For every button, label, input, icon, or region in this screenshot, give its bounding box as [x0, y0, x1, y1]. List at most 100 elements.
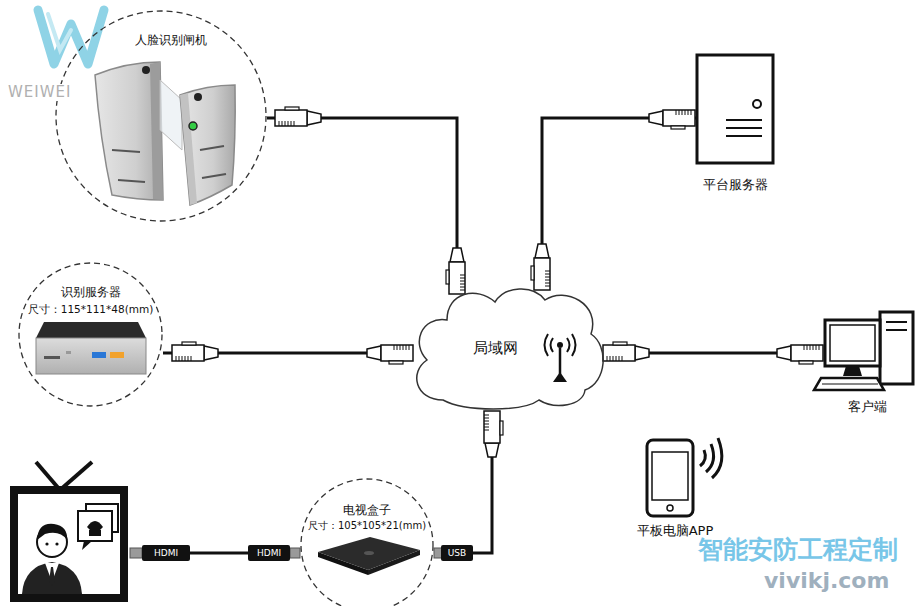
rj45-plug-part	[607, 356, 608, 361]
tablet-node: 平板电脑APP	[625, 436, 725, 541]
client-computer-part	[886, 329, 907, 331]
mini-pc-part	[92, 352, 106, 358]
rj45-plug-part	[191, 356, 192, 361]
rj45-plug-part	[691, 110, 692, 115]
turnstile-illustration-part	[189, 122, 197, 130]
network-cable	[542, 118, 697, 282]
tablet	[647, 438, 722, 516]
tv-set-part	[37, 524, 67, 540]
rj45-plug-part	[545, 271, 550, 272]
server-tower-part	[726, 127, 762, 129]
logo-text: WEIWEI	[8, 84, 71, 101]
rj45-plug-part	[179, 356, 180, 361]
node-subtitle: 尺寸：115*111*48(mm)	[18, 303, 163, 315]
mini-pc	[36, 322, 146, 374]
server-tower-part	[753, 100, 761, 108]
rj45-plug-part	[450, 248, 464, 262]
turnstile-illustration-part	[194, 93, 202, 101]
rj45-plug-part	[545, 286, 550, 287]
dashed-circle	[56, 11, 266, 221]
rj45-plug-part	[484, 415, 489, 416]
rj45-plug-part	[616, 356, 617, 361]
rj45-plug-part	[613, 342, 627, 345]
circle-outline	[300, 478, 434, 606]
server-tower	[697, 55, 773, 163]
dashed-group-circle: 电视盒子尺寸：105*105*21(mm)	[300, 478, 434, 606]
rj45-plug-part	[288, 121, 289, 126]
tablet-part	[652, 452, 688, 500]
tablet-part	[700, 450, 705, 466]
rj45-plug-part	[534, 258, 550, 290]
dashed-group-circle: 人脸识别闸机	[55, 10, 267, 222]
rj45-plug-part	[603, 345, 635, 361]
rj45-plug	[484, 411, 503, 457]
rj45-plug-part	[671, 126, 685, 129]
rj45-plug-part	[682, 110, 683, 115]
tv-set-part	[82, 541, 92, 550]
rj45-plug-part	[460, 290, 465, 291]
rj45-plug-part	[804, 345, 805, 350]
rj45-plug-part	[484, 430, 489, 431]
rj45-plug-part	[275, 110, 307, 126]
rj45-plug	[275, 107, 321, 126]
rj45-plug-part	[460, 278, 465, 279]
rj45-plug-part	[619, 356, 620, 361]
mini-pc-part	[66, 351, 71, 354]
client-computer-part	[830, 325, 875, 361]
rj45-plug-part	[484, 421, 489, 422]
client-computer-part	[814, 378, 884, 390]
rj45-plug	[172, 342, 218, 361]
rj45-plug	[777, 345, 823, 364]
watermark: vivikj.com	[764, 568, 889, 593]
node-title: 电视盒子	[300, 504, 434, 518]
tv-set-part	[60, 462, 92, 490]
rj45-plug-part	[381, 345, 413, 361]
rj45-plug-part	[545, 277, 550, 278]
rj45-plug-part	[176, 356, 177, 361]
node-title: 识别服务器	[18, 286, 163, 300]
rj45-plug-part	[460, 284, 465, 285]
hdmi-cable-part	[190, 552, 248, 555]
rj45-plug-part	[204, 346, 218, 360]
wifi-antenna-part	[551, 338, 554, 352]
tv-set-part	[78, 511, 112, 541]
connector-label: USB	[441, 545, 473, 561]
rj45-plug-part	[406, 345, 407, 350]
rj45-plug	[603, 342, 649, 361]
node-title: 客户端	[818, 400, 916, 415]
rj45-plug-part	[460, 275, 465, 276]
hdmi-cable-part	[130, 548, 142, 558]
network-cloud: 局域网	[405, 282, 610, 412]
tv-set-part	[87, 521, 103, 530]
client-computer-part	[880, 312, 913, 384]
tv-box-device-part	[318, 537, 420, 570]
rj45-plug-part	[777, 346, 791, 360]
rj45-plug-part	[799, 361, 813, 364]
rj45-plug	[649, 110, 695, 129]
rj45-plug-part	[400, 345, 401, 350]
turnstile-illustration-part	[118, 180, 145, 182]
turnstile-illustration-part	[95, 62, 163, 200]
rj45-plug-part	[397, 345, 398, 350]
tv-set-part	[45, 542, 48, 545]
tablet-part	[667, 505, 673, 511]
rj45-plug-part	[688, 110, 689, 115]
dashed-group-circle: 识别服务器尺寸：115*111*48(mm)	[18, 262, 163, 407]
server-tower-part	[697, 55, 773, 163]
rj45-plug-part	[285, 107, 299, 110]
rj45-plug-part	[500, 421, 503, 435]
rj45-plug-part	[367, 346, 381, 360]
dashed-circle	[19, 263, 162, 406]
tablet-part	[712, 438, 722, 478]
mini-pc-part	[44, 356, 60, 359]
client-node: 客户端	[818, 310, 916, 420]
turnstile-illustration	[95, 62, 235, 205]
logo-mark	[38, 10, 104, 64]
rj45-plug-part	[622, 356, 623, 361]
client-computer	[814, 312, 913, 390]
rj45-plug-part	[409, 345, 410, 350]
client-computer-part	[886, 321, 907, 323]
rj45-plug-part	[610, 356, 611, 361]
rj45-plug-part	[449, 262, 465, 294]
